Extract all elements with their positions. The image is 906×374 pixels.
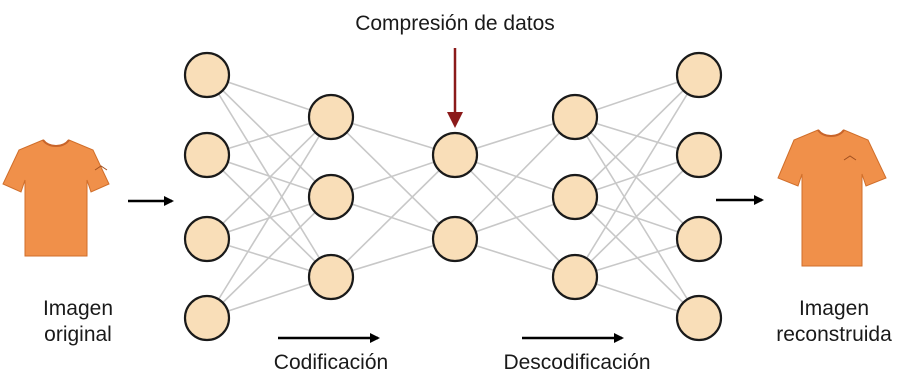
connection-line [206, 116, 332, 240]
connection-line [574, 116, 700, 240]
connection-line [574, 154, 700, 278]
connection-line [206, 196, 332, 319]
encoding-label: Codificación [274, 351, 388, 374]
network-connections [206, 74, 700, 319]
neuron-layer-2 [307, 173, 355, 221]
input-t-shirt-icon [2, 139, 110, 257]
connection-line [454, 116, 576, 240]
neuron-layer-5 [675, 294, 723, 342]
neuron-layer-5 [675, 215, 723, 263]
neuron-layer-3 [431, 131, 479, 179]
compression-arrow [447, 48, 463, 128]
input-label-line2: original [44, 323, 112, 346]
output-label-line2: reconstruida [776, 323, 892, 346]
neuron-layer-2 [307, 93, 355, 141]
connection-line [574, 74, 700, 278]
neuron-layer-4 [551, 253, 599, 301]
connection-line [330, 116, 456, 240]
neuron-layer-1 [183, 131, 231, 179]
output-label-line1: Imagen [799, 297, 869, 320]
compression-title: Compresión de datos [355, 12, 555, 35]
decoding-label: Descodificación [503, 351, 650, 374]
neuron-layer-3 [431, 215, 479, 263]
input-label-line1: Imagen [43, 297, 113, 320]
neuron-layer-2 [307, 253, 355, 301]
output-t-shirt-icon [777, 129, 887, 267]
connection-line [574, 74, 700, 198]
neuron-layer-1 [183, 294, 231, 342]
neuron-layer-4 [551, 173, 599, 221]
neuron-layer-4 [551, 93, 599, 141]
connection-line [454, 154, 576, 278]
neuron-layer-5 [675, 51, 723, 99]
connection-line [206, 116, 332, 319]
network-neurons [183, 51, 723, 342]
neuron-layer-1 [183, 51, 231, 99]
neuron-layer-5 [675, 131, 723, 179]
neuron-layer-1 [183, 215, 231, 263]
connection-line [330, 154, 456, 278]
